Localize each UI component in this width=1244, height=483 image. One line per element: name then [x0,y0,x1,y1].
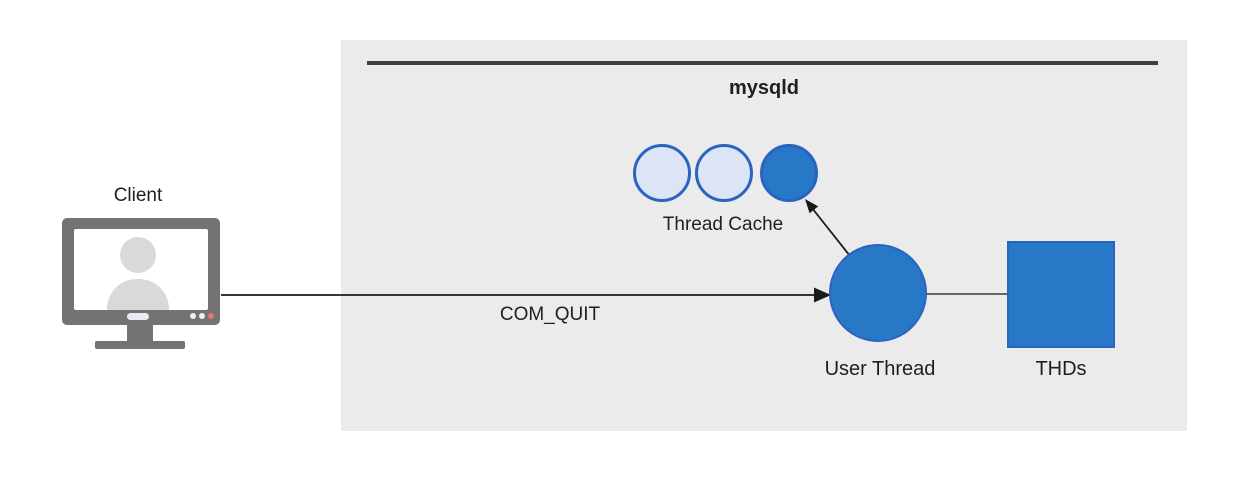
monitor-power-dot-icon [208,313,214,319]
monitor-dot-icon [199,313,205,319]
monitor-screen [74,229,208,310]
thread-cache-circle-1 [633,144,691,202]
mysqld-header-rule [367,61,1158,65]
monitor-stand-neck [127,325,153,342]
thread-cache-label: Thread Cache [662,214,784,235]
thds-square [1007,241,1115,348]
monitor-dot-icon [190,313,196,319]
user-silhouette-icon [120,237,156,273]
mysqld-panel [341,40,1187,431]
monitor-button-pill [127,313,149,320]
user-silhouette-body [107,279,169,310]
thds-label: THDs [1035,358,1087,380]
mysqld-title: mysqld [728,77,800,99]
user-thread-label: User Thread [824,358,936,380]
user-thread-circle [829,244,927,342]
thread-cache-circle-3-filled [760,144,818,202]
com-quit-label: COM_QUIT [499,304,601,325]
monitor-stand-base [95,341,185,349]
client-monitor-icon [62,218,220,325]
client-label: Client [113,185,163,206]
thread-cache-circle-2 [695,144,753,202]
